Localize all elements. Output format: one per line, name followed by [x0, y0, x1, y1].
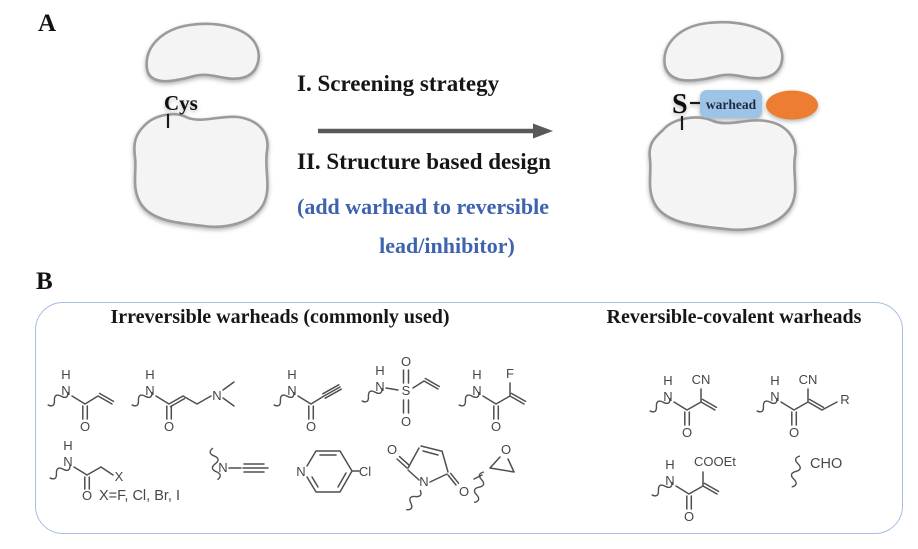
cys-label: Cys: [164, 91, 198, 115]
atom-label-cho: CHO: [810, 456, 842, 472]
structure-haloacetamide: H N X O X=F, Cl, Br, I: [47, 438, 180, 504]
protein-left-bottom-lobe: [133, 113, 269, 228]
step-line-4: lead/inhibitor): [379, 233, 515, 258]
ligand-ellipse: [766, 90, 818, 120]
structure-acrylamide: H N O: [45, 367, 115, 434]
structure-vinyl-sulfonamide: H N S O O: [360, 354, 441, 429]
warhead-box: [700, 90, 762, 118]
protein-right: warhead S: [648, 21, 818, 231]
atom-label-o-bottom: O: [401, 414, 411, 429]
protein-left-top-lobe: [145, 22, 260, 83]
atom-label-o-right: O: [459, 484, 469, 499]
atom-label-o: O: [491, 419, 501, 434]
atom-label-h: H: [61, 367, 70, 382]
atom-label-o: O: [789, 425, 799, 440]
atom-label-n: N: [472, 383, 481, 398]
structure-chloropyridine: N Cl: [296, 450, 371, 493]
protein-left: Cys: [133, 22, 269, 228]
atom-label-n: N: [375, 379, 384, 394]
atom-label-h: H: [63, 438, 72, 453]
halide-note: X=F, Cl, Br, I: [99, 488, 180, 504]
atom-label-n: N: [61, 383, 70, 398]
warhead-label: warhead: [706, 97, 757, 112]
structure-cyanoacrylamide: H N CN O: [647, 372, 718, 440]
atom-label-n2: N: [212, 388, 221, 403]
structure-cooet-acrylamide: H N COOEt O: [649, 454, 736, 524]
panel-b-label: B: [36, 268, 53, 295]
atom-label-n: N: [296, 464, 305, 479]
protein-right-bottom-lobe: [648, 116, 797, 231]
atom-label-h: H: [665, 457, 674, 472]
atom-label-n: N: [218, 460, 227, 475]
structure-maleimide: N O O: [387, 442, 469, 513]
structure-epoxide: O: [470, 442, 515, 504]
atom-label-o: O: [80, 419, 90, 434]
atom-label-o: O: [164, 419, 174, 434]
atom-label-n: N: [287, 383, 296, 398]
atom-label-h: H: [375, 363, 384, 378]
reversible-header: Reversible-covalent warheads: [606, 306, 862, 328]
atom-label-h: H: [472, 367, 481, 382]
atom-label-cn: CN: [692, 372, 711, 387]
atom-label-n: N: [419, 474, 428, 489]
atom-label-x: X: [115, 469, 124, 484]
atom-label-n: N: [770, 389, 779, 404]
structure-n-alkyne: N: [208, 446, 269, 481]
irreversible-header: Irreversible warheads (commonly used): [110, 306, 450, 328]
atom-label-o: O: [82, 488, 92, 503]
atom-label-o: O: [684, 509, 694, 524]
warheads-panel: [35, 302, 903, 534]
arrow-head: [533, 123, 553, 139]
structure-propiolamide: H N O: [271, 367, 342, 434]
atom-label-o: O: [306, 419, 316, 434]
atom-label-o: O: [501, 442, 511, 457]
step-line-1: I. Screening strategy: [297, 71, 500, 96]
atom-label-h: H: [145, 367, 154, 382]
atom-label-cl: Cl: [359, 464, 371, 479]
structure-aldehyde: CHO: [787, 454, 842, 489]
atom-label-o-left: O: [387, 442, 397, 457]
protein-right-top-lobe: [663, 21, 784, 82]
s-label: S: [672, 89, 688, 120]
atom-label-h: H: [663, 373, 672, 388]
reaction-arrow: [318, 123, 553, 139]
atom-label-o: O: [682, 425, 692, 440]
step-line-3: (add warhead to reversible: [297, 194, 549, 219]
structure-fluoroacrylamide: H N F O: [456, 366, 527, 434]
atom-label-f: F: [506, 366, 514, 381]
atom-label-h: H: [770, 373, 779, 388]
atom-label-n: N: [63, 454, 72, 469]
atom-label-h: H: [287, 367, 296, 382]
atom-label-r: R: [840, 392, 849, 407]
atom-label-o-top: O: [401, 354, 411, 369]
atom-label-s: S: [402, 383, 411, 398]
panel-a-label: A: [38, 10, 57, 37]
atom-label-n: N: [665, 473, 674, 488]
atom-label-cooet: COOEt: [694, 454, 736, 469]
structure-dimethylamino-butenamide: H N O N: [129, 367, 235, 434]
structure-cyanoacrylamide-r: H N CN R O: [754, 372, 850, 440]
atom-label-n: N: [145, 383, 154, 398]
atom-label-cn: CN: [799, 372, 818, 387]
atom-label-n: N: [663, 389, 672, 404]
step-line-2: II. Structure based design: [297, 149, 551, 174]
